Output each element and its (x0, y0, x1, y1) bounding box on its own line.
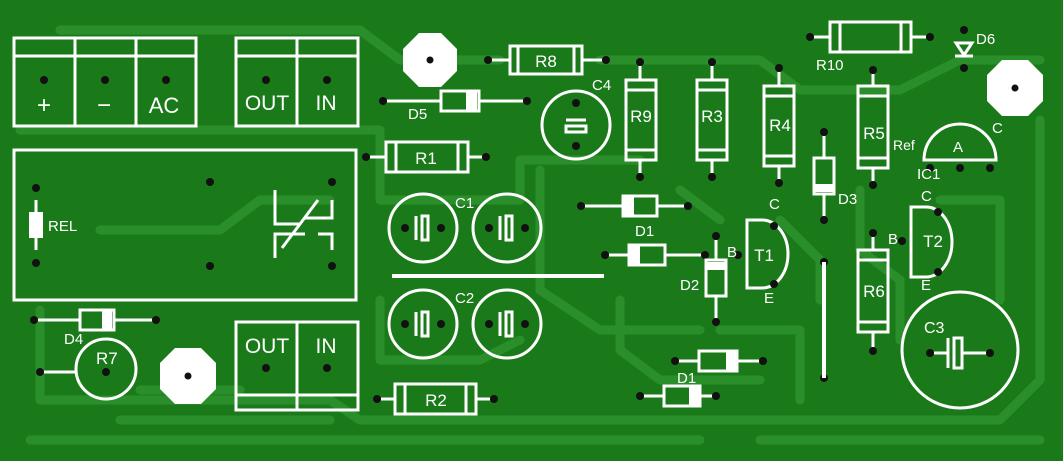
resistor-r3: R3 (695, 58, 729, 181)
diode-d1-middle (601, 243, 709, 267)
label-r6: R6 (863, 282, 885, 301)
resistor-r6: R6 (856, 229, 890, 355)
terminal-label-minus: − (97, 92, 111, 119)
label-d1-upper: D1 (635, 223, 654, 240)
label-r8: R8 (535, 52, 557, 71)
transistor-t1: T1 B C E (727, 196, 790, 307)
label-d1-lower: D1 (677, 370, 696, 387)
capacitor-c1: C1 (387, 192, 543, 264)
resistor-r5: R5 (856, 66, 890, 189)
relay-coil-symbol (29, 212, 43, 238)
label-c3: C3 (924, 320, 945, 337)
diode-d1-upper: D1 (577, 194, 692, 240)
t1-pin-b: B (727, 244, 737, 261)
ic1-regulator: A Ref C IC1 (893, 120, 1003, 183)
terminal-label-out-top: OUT (245, 92, 290, 115)
label-r10: R10 (816, 57, 844, 74)
label-ic1: IC1 (917, 166, 940, 183)
resistor-r4: R4 (762, 64, 796, 187)
terminal-label-out-bottom: OUT (245, 335, 290, 358)
diode-d3: D3 (812, 128, 857, 224)
terminal-label-in-top: IN (316, 92, 337, 115)
t1-pin-e: E (764, 290, 774, 307)
t1-pin-c: C (769, 196, 780, 213)
label-t2: T2 (923, 232, 943, 251)
label-d3: D3 (838, 191, 857, 208)
label-d6: D6 (976, 31, 995, 48)
power-terminal-block: + − AC (12, 36, 198, 128)
output-input-terminal-bottom: OUT IN (234, 320, 360, 412)
ic1-pin-c: C (992, 120, 1003, 137)
label-c4: C4 (592, 77, 611, 94)
label-r7: R7 (96, 349, 118, 368)
ic1-pin-ref: Ref (893, 137, 915, 153)
label-r2: R2 (425, 391, 447, 410)
relay: REL (12, 148, 358, 302)
relay-switch-icon (273, 190, 334, 258)
label-d5: D5 (408, 106, 427, 123)
resistor-r2: R2 (373, 382, 498, 416)
diode-d6: D6 (953, 26, 995, 72)
label-r5: R5 (863, 124, 885, 143)
terminal-label-ac: AC (149, 93, 180, 118)
label-d4: D4 (64, 331, 83, 348)
t2-pin-b: B (888, 231, 898, 248)
label-r3: R3 (701, 107, 723, 126)
capacitor-icon (414, 214, 514, 242)
resistor-r7: R7 (36, 337, 138, 401)
label-r9: R9 (630, 107, 652, 126)
resistor-r9: R9 (624, 58, 658, 181)
capacitor-c4: C4 (540, 77, 612, 161)
diode-d1-lower: D1 (636, 349, 767, 408)
label-c2: C2 (455, 290, 474, 307)
capacitor-icon (414, 310, 514, 338)
resistor-r1: R1 (362, 140, 490, 174)
mounting-hole-icon (160, 348, 216, 404)
label-r1: R1 (415, 149, 437, 168)
capacitor-icon (934, 336, 986, 370)
capacitor-c3: C3 (900, 290, 1020, 410)
label-d2: D2 (680, 277, 699, 294)
capacitor-icon (564, 118, 588, 134)
t2-pin-c: C (921, 188, 932, 205)
mounting-hole-icon (403, 33, 457, 87)
ic1-pin-a: A (953, 139, 963, 156)
relay-label: REL (48, 218, 77, 235)
output-input-terminal-top: OUT IN (234, 36, 360, 128)
label-t1: T1 (754, 246, 774, 265)
mounting-hole-icon (987, 60, 1043, 116)
resistor-r10: R10 (806, 20, 934, 74)
transistor-t2: T2 B C E (888, 188, 954, 294)
terminal-label-in-bottom: IN (316, 335, 337, 358)
diode-d2: D2 (680, 232, 728, 326)
t2-pin-e: E (921, 277, 931, 294)
capacitor-c2: C2 (387, 288, 543, 360)
resistor-r8: R8 (484, 44, 610, 76)
diode-d4: D4 (30, 308, 160, 348)
diode-d5: D5 (379, 89, 531, 123)
label-c1: C1 (455, 195, 474, 212)
label-r4: R4 (769, 116, 791, 135)
wire-jumper (820, 258, 828, 382)
terminal-label-plus: + (37, 92, 51, 119)
